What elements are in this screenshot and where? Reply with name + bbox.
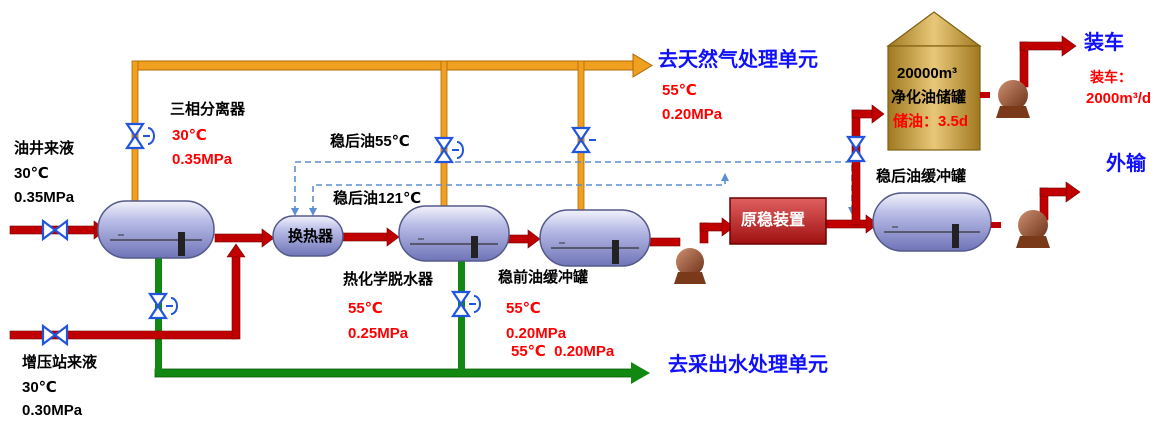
pre-buffer-extra-conditions: 55℃ 0.20MPa bbox=[511, 343, 615, 360]
storage-tank bbox=[886, 11, 982, 151]
booster-inlet-temp: 30℃ bbox=[22, 379, 57, 396]
tank-storage-label: 储油：3.5d bbox=[893, 113, 969, 130]
pre-buffer-temp: 55℃ bbox=[506, 300, 541, 317]
pre-stabilization-buffer-vessel bbox=[539, 209, 651, 267]
valve-storage-inlet[interactable] bbox=[845, 135, 867, 163]
post-buffer-name: 稳后油缓冲罐 bbox=[876, 168, 967, 185]
pump-pre-stabilizer[interactable] bbox=[674, 248, 706, 284]
pump-storage-loading[interactable] bbox=[996, 80, 1030, 118]
dehydrator-pressure: 0.25MPa bbox=[348, 325, 409, 342]
stabilization-unit-label: 原稳装置 bbox=[741, 212, 806, 229]
gas-pressure-label: 0.20MPa bbox=[662, 106, 723, 123]
buffer-outlet-pipe bbox=[991, 222, 1001, 228]
booster-inlet-pressure: 0.30MPa bbox=[22, 402, 83, 419]
separator-pressure: 0.35MPa bbox=[172, 151, 233, 168]
stab-oil-121-label: 稳后油121℃ bbox=[333, 190, 422, 207]
well-inlet-name: 油井来液 bbox=[14, 140, 75, 157]
tank-outlet-pipe bbox=[980, 92, 990, 98]
separator-name: 三相分离器 bbox=[170, 101, 246, 118]
heat-exchanger-vessel bbox=[272, 215, 344, 257]
water-destination-label: 去采出水处理单元 bbox=[668, 354, 828, 376]
dehydrator-name: 热化学脱水器 bbox=[343, 271, 434, 288]
separator-temp: 30℃ bbox=[172, 127, 207, 144]
loading-destination-label: 装车 bbox=[1084, 32, 1124, 54]
tank-name-label: 净化油储罐 bbox=[891, 89, 967, 106]
dehydrator-temp: 55℃ bbox=[348, 300, 383, 317]
loading-rate-value: 2000m³/d bbox=[1086, 90, 1152, 107]
oil-lines bbox=[9, 35, 1081, 340]
stabilization-unit-box bbox=[729, 197, 827, 245]
well-inlet-temp: 30℃ bbox=[14, 165, 49, 182]
valve-inlet-booster[interactable] bbox=[41, 323, 69, 347]
valve-water-dehydrator[interactable] bbox=[450, 290, 481, 318]
gas-temp-label: 55℃ bbox=[662, 82, 697, 99]
loading-rate-label: 装车： bbox=[1090, 69, 1132, 85]
export-destination-label: 外输 bbox=[1106, 153, 1146, 175]
valve-water-separator[interactable] bbox=[147, 292, 178, 320]
valve-inlet-well[interactable] bbox=[41, 218, 69, 242]
booster-inlet-name: 增压站来液 bbox=[22, 354, 98, 371]
valve-gas-separator[interactable] bbox=[124, 122, 155, 150]
valve-gas-dehydrator[interactable] bbox=[433, 136, 464, 164]
pre-buffer-name: 稳前油缓冲罐 bbox=[498, 269, 589, 286]
heat-exchanger-label: 换热器 bbox=[288, 228, 334, 245]
stab-oil-55-label: 稳后油55℃ bbox=[330, 133, 410, 150]
pre-buffer-pressure: 0.20MPa bbox=[506, 325, 567, 342]
pump-export[interactable] bbox=[1016, 210, 1050, 248]
gas-destination-label: 去天然气处理单元 bbox=[658, 49, 818, 71]
post-stabilization-buffer-vessel bbox=[872, 192, 992, 252]
three-phase-separator-vessel bbox=[97, 200, 215, 259]
well-inlet-pressure: 0.35MPa bbox=[14, 189, 75, 206]
valve-gas-buffer[interactable] bbox=[570, 126, 596, 154]
dehydrator-vessel bbox=[398, 205, 510, 262]
tank-capacity-label: 20000m³ bbox=[897, 65, 958, 82]
